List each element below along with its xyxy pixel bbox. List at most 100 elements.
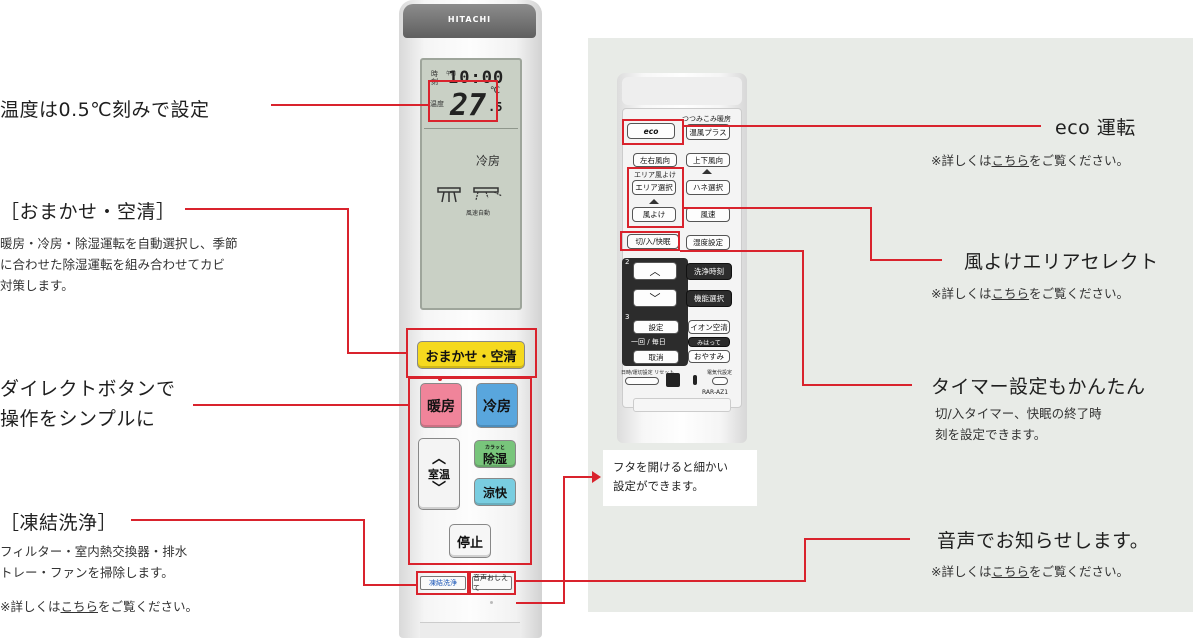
chevron-down-icon: ﹀ xyxy=(649,292,661,305)
dehumidify-sub-label: カラッと xyxy=(484,445,505,451)
lid-info-line-1: フタを開けると細かい xyxy=(613,460,728,474)
eco-note-suffix: をご覧ください。 xyxy=(1029,153,1130,168)
r2-up-triangle-icon-2 xyxy=(649,199,659,204)
direct-callout-line xyxy=(193,404,409,406)
r2-area-label: エリア風よけ xyxy=(634,171,676,179)
r2-ikkai-label: 一回 / 毎日 xyxy=(631,338,666,346)
eco-callout-line xyxy=(684,125,1041,127)
voice-heading: 音声でお知らせします。 xyxy=(937,530,1150,552)
r2-reset-label: 日時/運切設定 リセット xyxy=(621,370,675,376)
onpu-plus-button[interactable]: 温風プラス xyxy=(686,124,730,140)
area-line-h2 xyxy=(870,259,942,261)
hane-select-button[interactable]: ハネ選択 xyxy=(686,180,730,195)
direct-heading-line-1: ダイレクトボタンで xyxy=(0,378,176,400)
omakase-button[interactable]: おまかせ・空清 xyxy=(417,341,525,369)
stop-button[interactable]: 停止 xyxy=(449,524,491,558)
heat-button[interactable]: 暖房 xyxy=(420,383,462,428)
ion-button[interactable]: イオン空清 xyxy=(688,320,730,334)
r2-num-2: 2 xyxy=(625,258,630,266)
freeze-heading: ［凍結洗浄］ xyxy=(0,512,118,534)
r2-tsumikomi-label: つつみこみ暖房 xyxy=(682,115,731,123)
freeze-line-h2 xyxy=(363,584,417,586)
lid-info-box: フタを開けると細かい 設定ができます。 xyxy=(603,450,757,506)
r2-denki-label: 電気代設定 xyxy=(707,370,733,376)
chevron-down-icon[interactable]: ﹀ xyxy=(432,481,446,497)
room-temp-stepper[interactable]: ︿ 室温 ﹀ xyxy=(418,438,460,510)
omakase-desc-line-2: に合わせた除湿運転を組み合わせてカビ xyxy=(0,257,226,272)
lcd-fan-icon xyxy=(436,184,512,207)
remote2-battery-cover xyxy=(633,398,731,412)
cancel-button[interactable]: 取消 xyxy=(633,350,679,364)
lid-line-h2 xyxy=(563,476,595,478)
omakase-line-h2 xyxy=(347,352,407,354)
reset-hole[interactable] xyxy=(666,373,680,387)
freeze-desc-line-1: フィルター・室内熱交換器・排水 xyxy=(0,544,188,559)
lcd-temp: 27 xyxy=(450,88,487,123)
area-heading: 風よけエリアセレクト xyxy=(964,251,1159,273)
voice-button[interactable]: 音声おしえて xyxy=(472,574,512,592)
r2-down-button[interactable]: ﹀ xyxy=(633,289,677,307)
timer-line-h2 xyxy=(802,384,912,386)
fan-speed-button[interactable]: 風速 xyxy=(686,207,730,222)
remote2-lid-top xyxy=(622,77,742,105)
r2-up-triangle-icon xyxy=(702,169,712,174)
area-detail-link[interactable]: こちら xyxy=(991,286,1029,301)
heat-indicator-dot xyxy=(438,377,442,381)
lcd-time-label: 時刻 xyxy=(431,70,438,86)
oyasumi-button[interactable]: おやすみ xyxy=(688,350,730,363)
ud-wind-button[interactable]: 上下風向 xyxy=(686,153,730,167)
area-select-button[interactable]: エリア選択 xyxy=(632,180,676,195)
r2-up-button[interactable]: ︿ xyxy=(633,262,677,280)
electricity-set-button[interactable] xyxy=(712,377,728,385)
brand-logo: HITACHI xyxy=(447,15,492,24)
direct-heading: ダイレクトボタンで 操作をシンプルに xyxy=(0,374,176,434)
eco-heading: eco 運転 xyxy=(1055,117,1136,139)
lcd-celsius: ℃ xyxy=(490,86,501,96)
timer-desc-line-2: 刻を設定できます。 xyxy=(935,427,1047,442)
lid-line-h1 xyxy=(516,602,565,604)
lcd-temp-decimal: .5 xyxy=(488,100,503,114)
r2-num-3: 3 xyxy=(625,313,630,321)
freeze-desc-line-2: トレー・ファンを掃除します。 xyxy=(0,565,174,580)
eco-highlight-box xyxy=(622,119,684,145)
wash-time-button[interactable]: 洗浄時刻 xyxy=(686,263,732,280)
eco-note-prefix: ※詳しくは xyxy=(931,153,992,168)
eco-button[interactable]: eco xyxy=(627,123,675,139)
dehumidify-button[interactable]: カラッと 除湿 xyxy=(474,440,516,468)
lr-wind-button[interactable]: 左右風向 xyxy=(633,153,677,167)
freeze-note-prefix: ※詳しくは xyxy=(0,599,61,614)
chevron-up-icon[interactable]: ︿ xyxy=(432,451,446,467)
datetime-set-button[interactable] xyxy=(625,377,659,385)
area-note-prefix: ※詳しくは xyxy=(931,286,992,301)
lcd-mode: 冷房 xyxy=(476,154,501,168)
freeze-line-v xyxy=(363,519,365,586)
kazeyoke-button[interactable]: 風よけ xyxy=(632,207,676,222)
lid-info-line-2: 設定ができます。 xyxy=(613,479,704,493)
ryokai-button[interactable]: 涼快 xyxy=(474,478,516,506)
lid-line-v xyxy=(563,476,565,604)
lcd-display xyxy=(420,58,522,310)
freeze-detail-link[interactable]: こちら xyxy=(60,599,98,614)
remote-top-cap xyxy=(403,4,536,38)
freeze-note: ※詳しくはこちらをご覧ください。 xyxy=(0,596,198,615)
voice-line-h1 xyxy=(516,580,806,582)
omakase-desc-line-3: 対策します。 xyxy=(0,278,74,293)
function-select-button[interactable]: 機能選択 xyxy=(686,290,732,307)
cool-button[interactable]: 冷房 xyxy=(476,383,518,428)
room-temp-label: 室温 xyxy=(428,468,450,481)
setting-button[interactable]: 設定 xyxy=(633,320,679,334)
voice-detail-link[interactable]: こちら xyxy=(991,564,1029,579)
direct-buttons-highlight-box xyxy=(408,377,532,565)
humidity-setting-button[interactable]: 湿度設定 xyxy=(686,235,730,250)
omakase-line-v xyxy=(347,208,349,354)
freeze-note-suffix: をご覧ください。 xyxy=(98,599,199,614)
timer-highlight-box xyxy=(620,231,680,251)
timer-description: 切/入タイマー、快眠の終了時 刻を設定できます。 xyxy=(935,403,1175,445)
temp-highlight-box xyxy=(428,80,498,122)
omakase-line-h1 xyxy=(185,208,349,210)
voice-line-h2 xyxy=(804,538,910,540)
eco-detail-link[interactable]: こちら xyxy=(991,153,1029,168)
freeze-wash-button[interactable]: 凍結洗浄 xyxy=(420,576,466,590)
mihatte-label: みはって xyxy=(688,337,730,347)
area-note-suffix: をご覧ください。 xyxy=(1029,286,1130,301)
